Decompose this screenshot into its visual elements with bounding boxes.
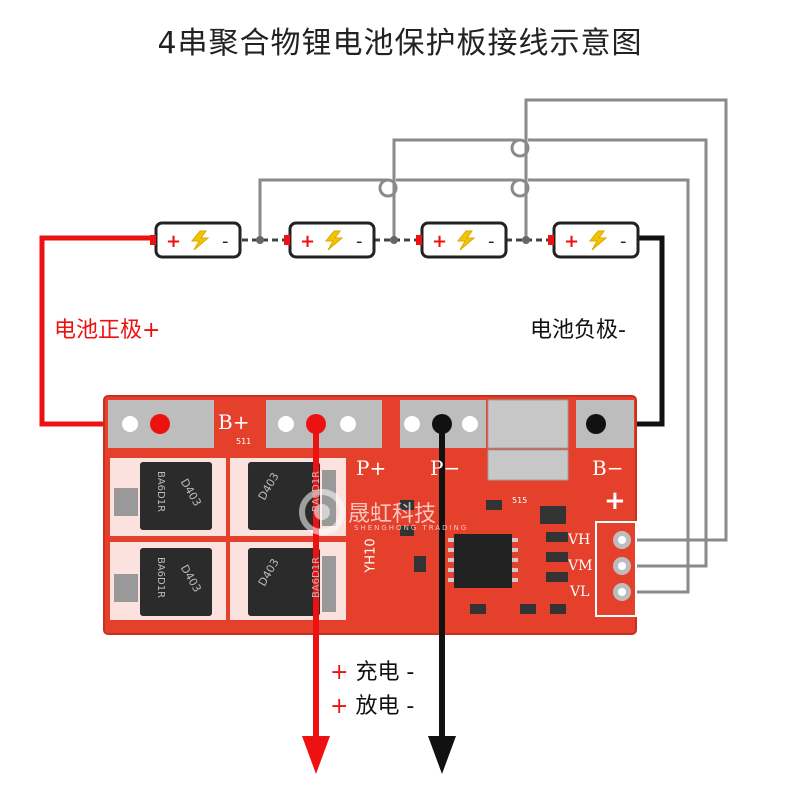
code-511: 511 bbox=[236, 437, 252, 446]
output-wires bbox=[302, 424, 456, 774]
sense-wires bbox=[258, 98, 728, 594]
junction-dot bbox=[256, 236, 264, 244]
code-515: 515 bbox=[512, 496, 528, 505]
cell-terminal bbox=[548, 235, 554, 245]
sense-wire-vm bbox=[392, 138, 708, 568]
pad-bminus-label: B− bbox=[592, 456, 624, 480]
mosfet-chip bbox=[248, 548, 320, 616]
charge-text: 充电 - bbox=[355, 660, 415, 685]
pad-pplus-label: P+ bbox=[356, 456, 387, 480]
lightning-icon bbox=[190, 230, 210, 251]
cell-minus-label: - bbox=[222, 231, 229, 252]
cell-plus-label: + bbox=[564, 231, 579, 252]
watermark-subtext: SHENGHONG TRADING bbox=[354, 524, 469, 532]
positive-wire bbox=[39, 235, 160, 427]
watermark bbox=[299, 489, 345, 535]
control-ic bbox=[454, 534, 512, 588]
negative-arrowhead bbox=[428, 736, 456, 774]
battery-cell: +- bbox=[284, 221, 376, 259]
cell-plus-label: + bbox=[166, 231, 181, 252]
battery-cell: +- bbox=[150, 221, 242, 259]
positive-arrowhead bbox=[302, 736, 330, 774]
cell-terminal bbox=[416, 235, 422, 245]
sense-wire-vh bbox=[524, 98, 728, 542]
mosfet-chip bbox=[140, 548, 212, 616]
charge-row: + 充电 - bbox=[330, 654, 414, 686]
junction-dot bbox=[522, 236, 530, 244]
plus-mark: + bbox=[604, 486, 626, 516]
pad-pminus-label: P− bbox=[430, 456, 461, 480]
pad-bplus-label: B+ bbox=[218, 410, 250, 434]
battery-cell: +- bbox=[416, 221, 508, 259]
mosfet-chip bbox=[140, 462, 212, 530]
sense-vl-label: VL bbox=[570, 584, 590, 600]
mosfet-4-code: BA6D1R bbox=[311, 556, 323, 599]
diagram-title: 4串聚合物锂电池保护板接线示意图 bbox=[157, 26, 643, 61]
cell-terminal bbox=[150, 235, 156, 245]
battery-cell: +- bbox=[548, 221, 640, 259]
ic-pins bbox=[448, 538, 518, 582]
charge-plus: + bbox=[330, 660, 349, 685]
discharge-text: 放电 - bbox=[355, 694, 415, 719]
pad-pminus-ext bbox=[487, 399, 569, 449]
small-components bbox=[400, 500, 568, 614]
cell-plus-label: + bbox=[432, 231, 447, 252]
cell-plus-label: + bbox=[300, 231, 315, 252]
junction-dot bbox=[390, 236, 398, 244]
mosfet-2-code: BA6D1R bbox=[311, 470, 323, 513]
cell-junctions bbox=[256, 236, 530, 244]
lightning-icon bbox=[456, 230, 476, 251]
pcb-board bbox=[103, 395, 637, 635]
board-model: YH10 bbox=[363, 538, 379, 573]
cell-terminal bbox=[284, 235, 290, 245]
sense-vh-label: VH bbox=[568, 532, 591, 548]
negative-label: 电池负极- bbox=[530, 318, 626, 343]
mosfets bbox=[110, 458, 346, 620]
lightning-icon bbox=[324, 230, 344, 251]
mosfet-3-code: BA6D1R bbox=[155, 556, 167, 599]
cell-minus-label: - bbox=[488, 231, 495, 252]
battery-cells: +-+-+-+- bbox=[150, 221, 640, 259]
cell-minus-label: - bbox=[356, 231, 363, 252]
sense-vm-label: VM bbox=[568, 558, 593, 574]
watermark-text: 晟虹科技 bbox=[348, 502, 437, 527]
pad-pminus-low bbox=[487, 449, 569, 481]
discharge-row: + 放电 - bbox=[330, 688, 414, 720]
discharge-plus: + bbox=[330, 694, 349, 719]
cell-minus-label: - bbox=[620, 231, 627, 252]
positive-label: 电池正极+ bbox=[54, 318, 161, 343]
lightning-icon bbox=[588, 230, 608, 251]
mosfet-1-code: BA6D1R bbox=[155, 470, 167, 513]
connection-dots bbox=[150, 414, 606, 434]
